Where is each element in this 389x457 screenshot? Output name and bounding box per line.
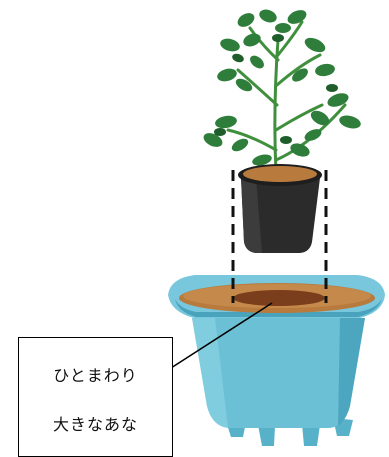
callout-leader-line xyxy=(170,302,273,369)
callout-line-2: 大きなあな xyxy=(52,415,138,434)
large-blue-planter-icon xyxy=(168,275,385,446)
callout-line-1: ひとまわり xyxy=(53,366,138,385)
tomato-seedling-icon xyxy=(203,9,361,174)
dashed-guide-lines xyxy=(231,170,328,303)
callout-box: ひとまわり 大きなあな xyxy=(18,337,173,457)
small-black-pot-icon xyxy=(238,164,322,253)
planting-hole xyxy=(233,290,325,306)
